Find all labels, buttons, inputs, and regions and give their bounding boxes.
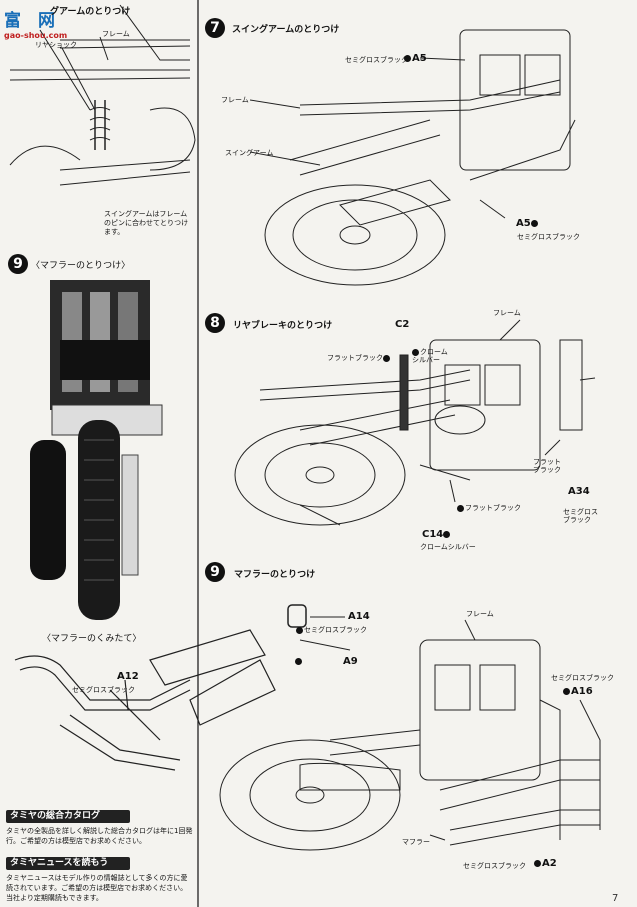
top-left-diagram: [9, 4, 196, 186]
step9-part-a9-code: A9: [343, 656, 358, 667]
step9-part-a16-code: A16: [571, 686, 593, 697]
step7-swingarm-label: スイングアーム: [225, 149, 274, 157]
muffler-semigloss-a12-label: セミグロスブラック: [72, 686, 135, 694]
paint-dot-icon: [412, 348, 419, 356]
step8-flat-black-label-1: フラットブラック: [327, 354, 391, 362]
step8-semigloss-a34-label: セミグロス ブラック: [563, 508, 598, 524]
news-text: タミヤニュースはモデル作りの情報誌として多くの方に愛読されています。ご希望の方は…: [6, 874, 188, 902]
catalog-title: タミヤの総合カタログ: [6, 810, 130, 823]
step8-part-c14: C14: [422, 529, 451, 540]
step9-part-a2: A2: [534, 858, 557, 869]
paint-dot-icon: [296, 626, 303, 634]
step9-right-diagram: [219, 604, 601, 851]
step7-part-a5-top: A5: [404, 53, 427, 64]
rear-view-illustration: [30, 280, 163, 620]
step9-part-a2-code: A2: [542, 858, 557, 869]
paint-dot-icon: [457, 504, 464, 512]
step8-part-c14-code: C14: [422, 529, 444, 540]
step9-semigloss-a16-label: セミグロスブラック: [551, 674, 614, 682]
step8-chrome-silver-label-2: クロームシルバー: [420, 543, 476, 551]
step9-part-a9: A9: [295, 656, 358, 667]
step9-semigloss-a2-label: セミグロスブラック: [463, 862, 526, 870]
step7-semigloss-bottom-label: セミグロスブラック: [517, 233, 580, 241]
step8-flat-black-label-2: フラット ブラック: [533, 458, 561, 474]
step8-diagram: [234, 319, 596, 526]
step7-semigloss-top-label: セミグロスブラック: [345, 56, 408, 64]
muffler-assembly-diagram: [14, 629, 276, 771]
step7-part-a5-top-code: A5: [412, 53, 427, 64]
step7-part-a5-bottom: A5: [516, 218, 539, 229]
step9-right-title: マフラーのとりつけ: [234, 570, 316, 580]
paint-dot-icon: [443, 530, 451, 538]
top-left-frame-label: フレーム: [102, 30, 130, 38]
step8-flat-black-text-3: フラットブラック: [465, 504, 521, 512]
page-number-right: 7: [612, 893, 619, 904]
step9-left-title: 〈マフラーのとりつけ〉: [31, 261, 131, 271]
step8-part-a34: A34: [568, 486, 590, 497]
step7-part-a5-bottom-code: A5: [516, 218, 531, 229]
paint-dot-icon: [534, 859, 541, 867]
step7-number: 7: [205, 18, 225, 38]
step8-frame-label: フレーム: [493, 309, 521, 317]
paint-dot-icon: [530, 219, 538, 227]
muffler-assembly-title: 〈マフラーのくみたて〉: [42, 634, 142, 644]
step7-title: スイングアームのとりつけ: [232, 25, 340, 35]
paint-dot-icon: [563, 687, 570, 695]
muffler-part-a12: A12: [117, 671, 139, 682]
step9-part-a14: A14: [348, 611, 370, 622]
step8-title: リヤブレーキのとりつけ: [233, 321, 333, 331]
catalog-text: タミヤの全製品を詳しく解説した総合カタログは年に1回発行。ご希望の方は模型店でお…: [6, 827, 193, 845]
top-left-rear-shock-label: リヤショック: [35, 41, 77, 49]
paint-dot-icon: [295, 657, 302, 665]
top-left-step-title: グアームのとりつけ: [50, 7, 131, 17]
step7-frame-label: フレーム: [221, 96, 249, 104]
step8-flat-black-text-1: フラットブラック: [327, 354, 383, 362]
step8-chrome-silver-label-1: クローム シルバー: [412, 348, 448, 364]
step8-flat-black-label-3: フラットブラック: [457, 504, 521, 512]
step9-muffler-label: マフラー: [402, 838, 430, 846]
paint-dot-icon: [404, 54, 411, 62]
watermark-url: gao-shou.com: [4, 31, 68, 40]
watermark: 富 网 gao-shou.com: [4, 6, 67, 40]
paint-dot-icon: [383, 354, 390, 362]
step8-number: 8: [205, 313, 225, 333]
step8-part-c2: C2: [395, 319, 410, 330]
step9-semigloss-label: セミグロスブラック: [296, 626, 367, 634]
step7-diagram: [249, 29, 576, 286]
step9-semigloss-text: セミグロスブラック: [304, 626, 367, 634]
top-left-note: スイングアームはフレームのピンに合わせてとりつけます。: [104, 210, 189, 236]
step9-left-number: 9: [8, 254, 28, 274]
step9-part-a16: A16: [563, 686, 593, 697]
news-title: タミヤニュースを読もう: [6, 857, 130, 870]
step9-right-number: 9: [205, 562, 225, 582]
watermark-brand: 富 网: [4, 11, 55, 31]
step8-chrome-silver-text-1: クローム シルバー: [412, 348, 448, 364]
step9-frame-label: フレーム: [466, 610, 494, 618]
